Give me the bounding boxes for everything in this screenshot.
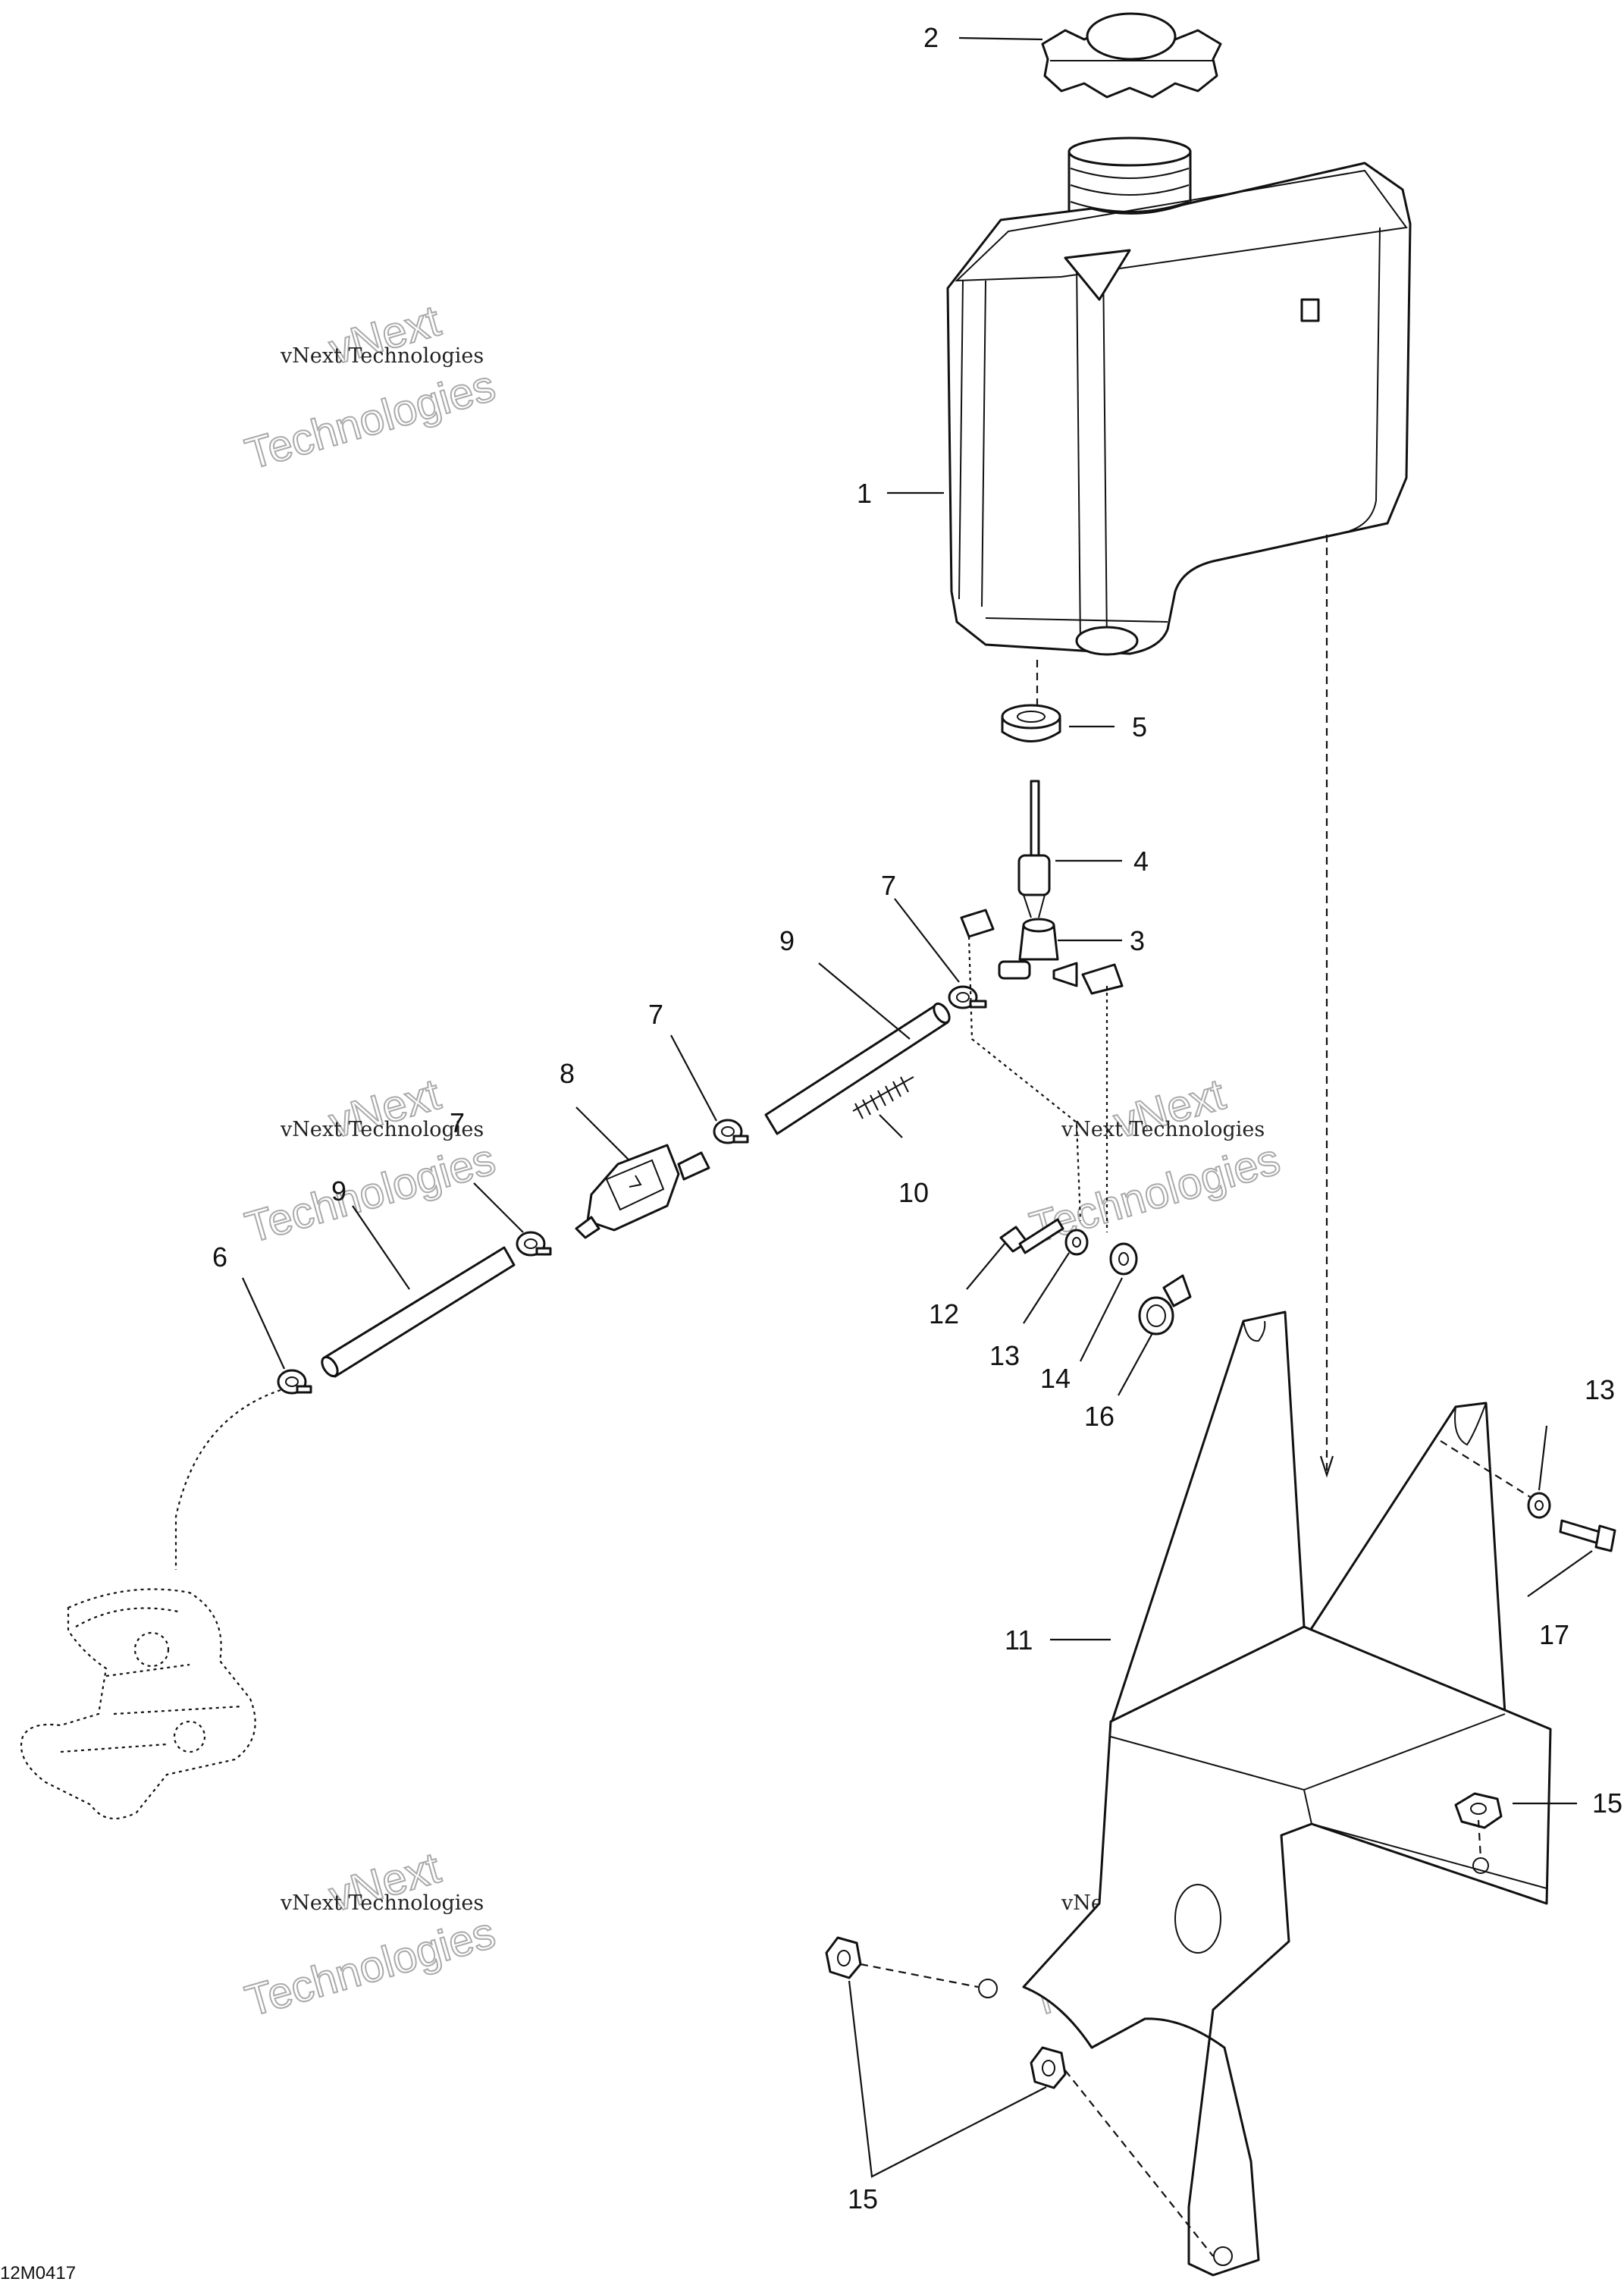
flat-washer — [1109, 1242, 1138, 1276]
callout-6: 6 — [212, 1241, 227, 1273]
callout-5: 5 — [1132, 711, 1147, 742]
callout-15-left: 15 — [848, 2183, 878, 2214]
watermark-top-left: vNext vNext Technologies Technologies — [240, 295, 501, 479]
p-clip — [1138, 1274, 1192, 1336]
filler-cap — [1041, 12, 1222, 99]
callout-11: 11 — [1005, 1624, 1033, 1656]
leader-lines — [242, 36, 1593, 2178]
strainer — [1017, 780, 1051, 918]
callout-9-upper: 9 — [779, 925, 795, 956]
watermark-logo-bottom: Technologies — [1025, 1135, 1285, 1253]
nut-left-upper — [825, 1936, 862, 1979]
bolt — [999, 1218, 1064, 1254]
callout-15-right: 15 — [1592, 1788, 1622, 1819]
callout-8: 8 — [560, 1058, 575, 1089]
hose-clamp-top — [948, 985, 987, 1009]
bolt-right — [1559, 1519, 1616, 1552]
hose-clamp-lower — [516, 1231, 552, 1257]
callout-3: 3 — [1130, 925, 1145, 956]
watermark-bottom-left: vNext vNext Technologies Technologies — [240, 1842, 501, 2026]
callout-1: 1 — [857, 478, 872, 509]
watermark-mid-left: vNext vNext Technologies Technologies — [240, 1069, 501, 1253]
callout-14: 14 — [1040, 1363, 1071, 1394]
watermark-text: vNext Technologies — [1061, 1118, 1265, 1141]
callout-4: 4 — [1133, 846, 1149, 877]
watermark-text: vNext Technologies — [280, 344, 484, 368]
nut-right — [1454, 1792, 1503, 1829]
hose-clamp-bottom — [277, 1369, 312, 1395]
callout-2: 2 — [923, 22, 939, 53]
grommet — [1001, 704, 1061, 742]
callout-12: 12 — [929, 1298, 959, 1329]
lock-washer-right — [1527, 1492, 1551, 1519]
callout-9-lower: 9 — [331, 1175, 346, 1207]
watermark-text: vNext Technologies — [280, 1118, 484, 1141]
callout-16: 16 — [1084, 1401, 1115, 1432]
callout-7-top: 7 — [881, 870, 896, 901]
callout-10: 10 — [898, 1177, 929, 1208]
hose-lower — [321, 1246, 516, 1378]
oil-tank — [946, 137, 1412, 656]
callout-labels: 1 2 3 4 5 6 7 7 7 8 9 9 10 11 12 13 13 1… — [212, 22, 1622, 2214]
oil-pump — [20, 1389, 281, 1820]
watermark-logo-bottom: Technologies — [240, 361, 500, 479]
watermark-logo-bottom: Technologies — [240, 1135, 500, 1253]
watermark-text: vNext Technologies — [280, 1891, 484, 1915]
reference-code: 12M0417 — [0, 2263, 76, 2283]
callout-7-lower: 7 — [450, 1107, 465, 1138]
fuel-filter — [575, 1144, 710, 1239]
nut-left-lower — [1030, 2046, 1067, 2089]
fitting — [960, 909, 1124, 995]
watermark-mid-right: vNext vNext Technologies Technologies — [1024, 1069, 1286, 1253]
watermark-logo-bottom: Technologies — [240, 1908, 500, 2026]
lock-washer — [1064, 1229, 1089, 1256]
callout-17: 17 — [1539, 1619, 1569, 1650]
callout-13-left: 13 — [989, 1340, 1020, 1371]
hose-clamp-middle — [713, 1119, 749, 1144]
assembly-lines — [860, 535, 1532, 2257]
callout-13-right: 13 — [1585, 1374, 1615, 1405]
callout-7-middle: 7 — [648, 999, 663, 1030]
hose-upper — [764, 1002, 951, 1135]
spring — [852, 1076, 914, 1119]
tank-bracket — [978, 1310, 1552, 2277]
